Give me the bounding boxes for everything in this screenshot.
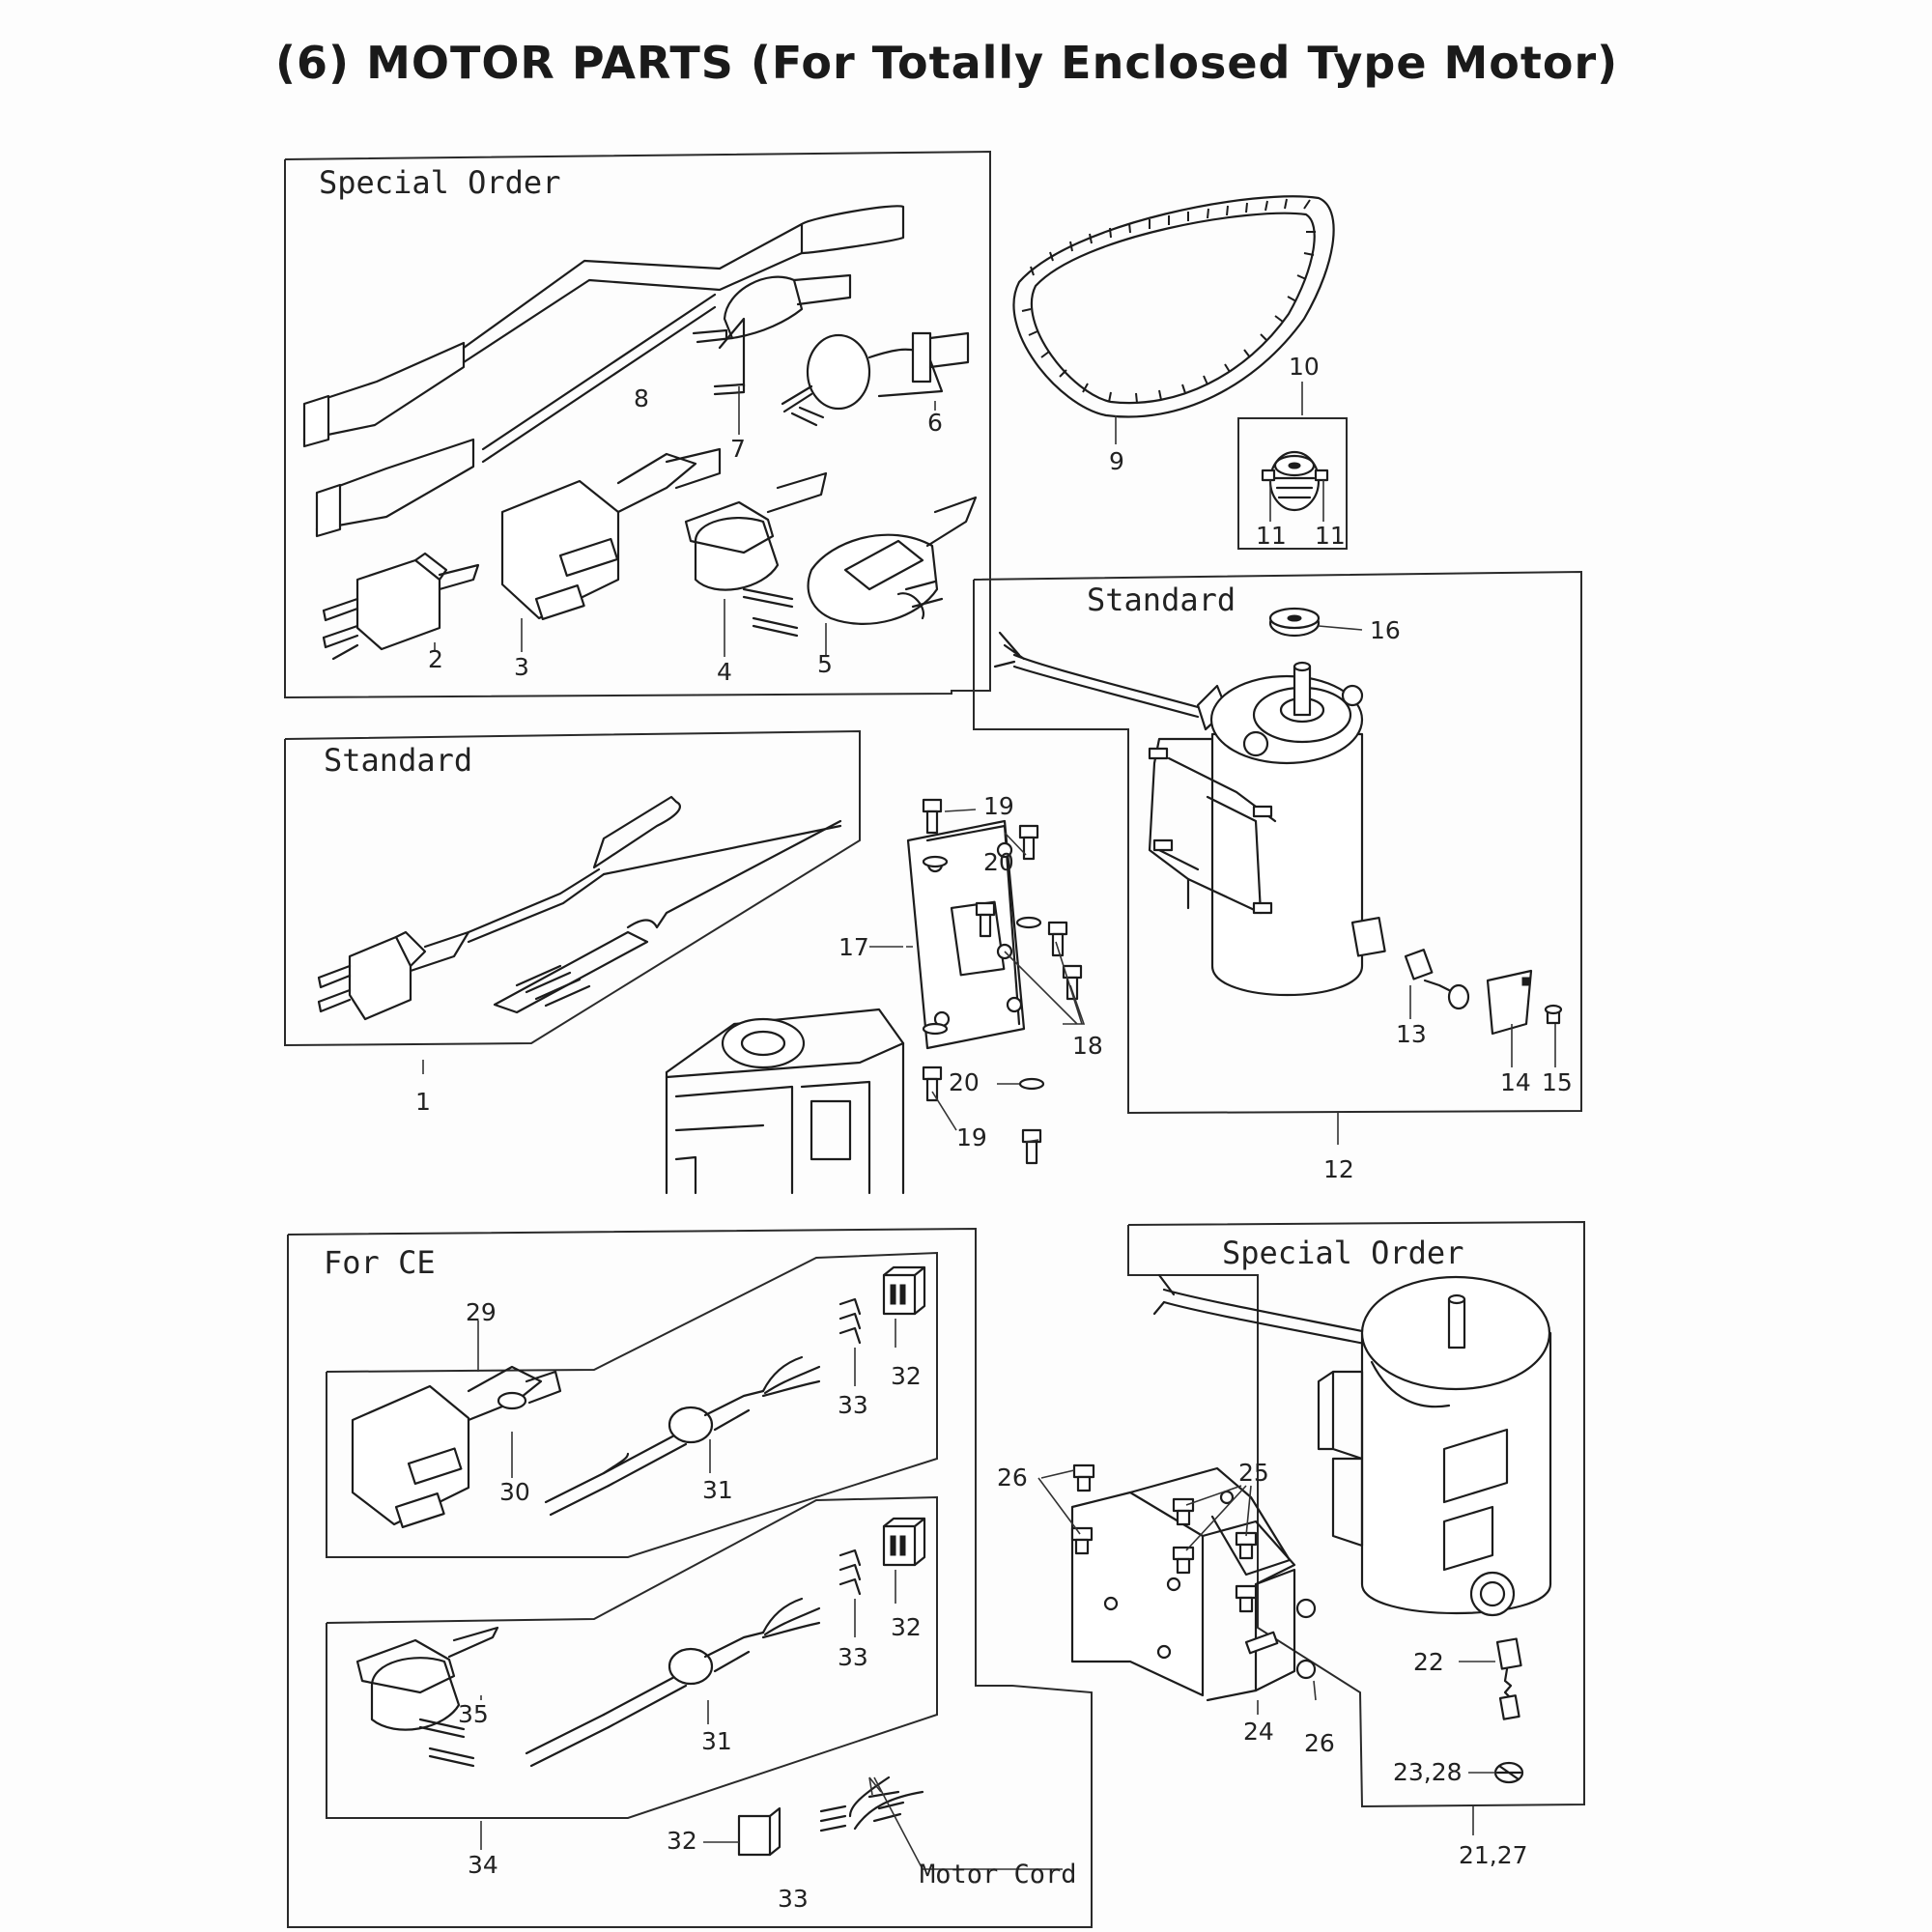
ce-plug-35-schuko — [355, 1626, 499, 1768]
section-label-special-order-top: Special Order — [319, 164, 561, 201]
callout-33-bottom: 33 — [778, 1885, 809, 1913]
callout-4: 4 — [717, 658, 732, 686]
special-order-plugs-frame — [284, 150, 991, 699]
callout-23-28: 23,28 — [1393, 1758, 1463, 1786]
callout-13: 13 — [1396, 1020, 1427, 1048]
callout-33-upper: 33 — [838, 1391, 868, 1419]
callout-20-lower: 20 — [949, 1068, 980, 1096]
callout-22: 22 — [1413, 1648, 1444, 1676]
callout-11-left: 11 — [1256, 522, 1287, 550]
callout-25: 25 — [1238, 1459, 1269, 1487]
standard-motor — [993, 631, 1386, 997]
standard-plug-frame — [284, 729, 861, 1047]
callout-20-upper: 20 — [983, 848, 1014, 876]
plug-8-twin-connector — [302, 205, 905, 538]
callout-12: 12 — [1323, 1155, 1354, 1183]
section-label-for-ce: For CE — [324, 1244, 436, 1281]
callout-33-lower: 33 — [838, 1643, 868, 1671]
mount-screws — [922, 798, 1083, 1165]
callout-32-upper: 32 — [891, 1362, 922, 1390]
carbon-brush-13 — [1404, 949, 1470, 1010]
callout-31-lower: 31 — [701, 1727, 732, 1755]
callout-26-left: 26 — [997, 1463, 1028, 1492]
motor-cord-with-connector — [737, 1776, 924, 1857]
plug-1-standard-with-cord — [317, 795, 842, 1021]
plug-5-indian — [807, 496, 978, 625]
leader-lines — [422, 382, 1556, 1870]
ce-terminals-33-lower — [838, 1548, 862, 1596]
ce-terminals-33-upper — [838, 1297, 862, 1345]
special-order-motor — [1152, 1273, 1552, 1617]
callout-31-upper: 31 — [702, 1476, 733, 1504]
screw-15 — [1544, 1004, 1563, 1025]
standard-motor-frame — [973, 570, 1582, 1115]
callout-29: 29 — [466, 1298, 497, 1326]
motor-bracket-24 — [1070, 1466, 1296, 1702]
section-label-special-order-motor: Special Order — [1222, 1235, 1464, 1271]
plug-3-uk — [500, 447, 722, 621]
section-label-standard-plug: Standard — [324, 742, 473, 779]
callout-21-27: 21,27 — [1459, 1841, 1528, 1869]
callout-7: 7 — [730, 435, 746, 463]
brush-cap-23-28 — [1493, 1761, 1524, 1784]
callout-19-upper: 19 — [983, 792, 1014, 820]
section-label-standard-motor: Standard — [1087, 582, 1236, 618]
machine-base-fragment — [665, 1008, 905, 1195]
motor-cord-label: Motor Cord — [920, 1860, 1077, 1889]
callout-19-lower: 19 — [956, 1123, 987, 1151]
callout-6: 6 — [927, 409, 943, 437]
callout-15: 15 — [1542, 1068, 1573, 1096]
callout-3: 3 — [514, 653, 529, 681]
callout-5: 5 — [817, 650, 833, 678]
plug-2-us — [322, 552, 480, 661]
ce-cord-31-lower — [525, 1597, 821, 1768]
callout-1: 1 — [415, 1088, 431, 1116]
for-ce-frame — [287, 1227, 1093, 1928]
ce-connector-32-upper — [882, 1265, 926, 1316]
callout-10: 10 — [1289, 353, 1320, 381]
callout-30: 30 — [499, 1478, 530, 1506]
callout-34: 34 — [468, 1851, 498, 1879]
callout-18: 18 — [1072, 1032, 1103, 1060]
carbon-brush-22 — [1495, 1637, 1522, 1720]
bracket-screws-25-26 — [1070, 1463, 1317, 1680]
special-order-motor-frame — [1127, 1220, 1585, 1808]
callout-26-right: 26 — [1304, 1729, 1335, 1757]
callout-14: 14 — [1500, 1068, 1531, 1096]
callout-8: 8 — [634, 384, 649, 412]
ce-cord-31-upper — [544, 1355, 821, 1517]
callout-17: 17 — [838, 933, 869, 961]
ce-connector-32-lower — [882, 1517, 926, 1567]
callout-16: 16 — [1370, 616, 1401, 644]
page-title: (6) MOTOR PARTS (For Totally Enclosed Ty… — [275, 37, 1619, 89]
brush-cover-14 — [1486, 969, 1533, 1036]
callout-35: 35 — [458, 1700, 489, 1728]
callout-32-bottom: 32 — [667, 1827, 697, 1855]
callout-32-lower: 32 — [891, 1613, 922, 1641]
pulley-frame — [1237, 417, 1348, 550]
motor-pulley — [1261, 450, 1329, 512]
timing-belt — [1012, 195, 1335, 418]
callout-2: 2 — [428, 645, 443, 673]
callout-9: 9 — [1109, 447, 1124, 475]
plug-6-angled-pin — [781, 331, 970, 427]
plug-4-schuko — [684, 471, 828, 638]
callout-11-right: 11 — [1315, 522, 1346, 550]
plug-7-two-pin — [692, 273, 852, 396]
motor-washer-16 — [1268, 607, 1321, 638]
ce-plug-29-uk — [351, 1365, 562, 1529]
callout-24: 24 — [1243, 1718, 1274, 1746]
